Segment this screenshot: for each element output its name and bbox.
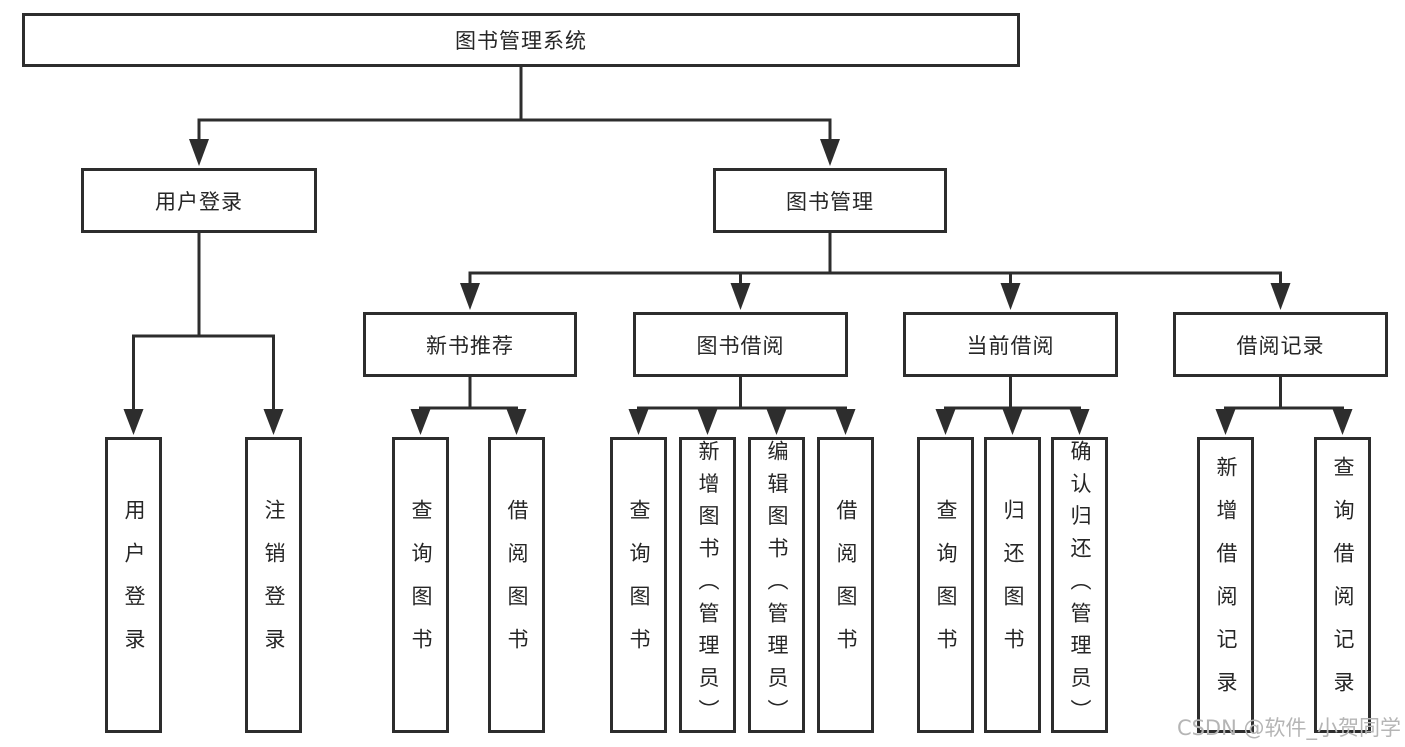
leaf-add-borrow-record: 新增借阅记录 [1197, 437, 1254, 733]
node-label: 新书推荐 [426, 333, 514, 358]
leaf-label: 查询图书 [934, 499, 958, 671]
arrowhead [123, 409, 144, 435]
arrowhead [1215, 409, 1236, 435]
arrowhead [263, 409, 284, 435]
node-book-management: 图书管理 [713, 168, 947, 233]
leaf-label: 借阅图书 [834, 499, 858, 671]
leaf-add-book-admin: 新增图书（管理员） [679, 437, 736, 733]
arrowhead [835, 409, 856, 435]
arrowheads [123, 139, 1353, 435]
leaf-label: 注销登录 [262, 499, 286, 671]
arrowhead [189, 139, 209, 166]
leaf-label: 用户登录 [122, 499, 146, 671]
node-new-book-recommend: 新书推荐 [363, 312, 577, 377]
arrowhead [460, 283, 480, 310]
leaf-edit-book-admin: 编辑图书（管理员） [748, 437, 805, 733]
node-root-system: 图书管理系统 [22, 13, 1020, 67]
arrowhead [935, 409, 956, 435]
arrowhead [730, 283, 751, 310]
node-label: 借阅记录 [1236, 333, 1325, 358]
arrowhead [766, 409, 787, 435]
node-current-borrow: 当前借阅 [903, 312, 1118, 377]
leaf-query-books-borrow: 查询图书 [610, 437, 667, 733]
leaf-confirm-return-admin: 确认归还（管理员） [1051, 437, 1108, 733]
arrowhead [1000, 283, 1021, 310]
leaf-return-books: 归还图书 [984, 437, 1041, 733]
leaf-borrow-books-recommend: 借阅图书 [488, 437, 545, 733]
leaf-logout: 注销登录 [245, 437, 302, 733]
wires [132, 64, 1344, 413]
arrowhead [820, 139, 840, 166]
node-label: 用户登录 [155, 189, 243, 214]
arrowhead [506, 409, 527, 435]
node-label: 当前借阅 [966, 333, 1055, 358]
leaf-user-login: 用户登录 [105, 437, 162, 733]
leaf-label: 借阅图书 [505, 499, 529, 671]
leaf-label: 编辑图书（管理员） [765, 440, 789, 732]
arrowhead [1002, 409, 1023, 435]
watermark: CSDN @软件_小贺同学 [1176, 716, 1401, 740]
node-user-login: 用户登录 [81, 168, 317, 233]
leaf-label: 确认归还（管理员） [1068, 440, 1092, 732]
node-borrow-records: 借阅记录 [1173, 312, 1388, 377]
leaf-query-books-current: 查询图书 [917, 437, 974, 733]
leaf-query-borrow-record: 查询借阅记录 [1314, 437, 1371, 733]
leaf-label: 查询图书 [409, 499, 433, 671]
arrowhead [697, 409, 718, 435]
node-book-borrow: 图书借阅 [633, 312, 848, 377]
leaf-label: 新增图书（管理员） [696, 440, 720, 732]
leaf-borrow-books: 借阅图书 [817, 437, 874, 733]
arrowhead [628, 409, 649, 435]
leaf-label: 归还图书 [1001, 499, 1025, 671]
arrowhead [1069, 409, 1090, 435]
arrowhead [1270, 283, 1291, 310]
leaf-query-books-recommend: 查询图书 [392, 437, 449, 733]
node-label: 图书管理 [786, 189, 874, 214]
node-label: 图书管理系统 [455, 29, 587, 53]
leaf-label: 新增借阅记录 [1214, 456, 1238, 714]
leaf-label: 查询借阅记录 [1331, 456, 1355, 714]
node-label: 图书借阅 [696, 333, 785, 358]
arrowhead [410, 409, 431, 435]
leaf-label: 查询图书 [627, 499, 651, 671]
arrowhead [1332, 409, 1353, 435]
